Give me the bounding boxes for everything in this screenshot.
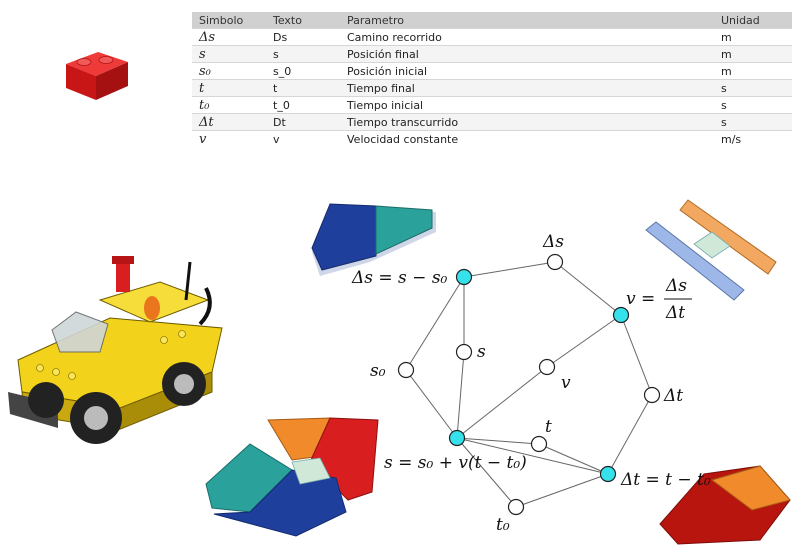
label-v: v — [561, 373, 571, 393]
cell-symbol: Δt — [192, 113, 266, 131]
node-t0[interactable] — [507, 498, 525, 516]
cell-unit: m — [714, 28, 792, 46]
node-delta-t[interactable] — [643, 386, 661, 404]
header-unit: Unidad — [714, 12, 792, 29]
cell-unit: s — [714, 113, 792, 131]
cell-unit: m — [714, 62, 792, 80]
cell-parameter: Posición inicial — [340, 62, 714, 80]
cell-parameter: Camino recorrido — [340, 28, 714, 46]
edge — [546, 314, 622, 368]
cell-text: v — [266, 130, 340, 147]
graph-edges — [405, 261, 653, 508]
table-row: t₀ t_0 Tiempo inicial s — [192, 96, 792, 114]
table-row: Δs Ds Camino recorrido m — [192, 28, 792, 46]
table-row: s s Posición final m — [192, 45, 792, 63]
cell-unit: m — [714, 45, 792, 63]
cell-symbol: t — [192, 79, 266, 97]
cell-text: s — [266, 45, 340, 63]
node-s0[interactable] — [397, 361, 415, 379]
edge — [456, 437, 609, 475]
cell-unit: s — [714, 96, 792, 114]
table-row: v v Velocidad constante m/s — [192, 130, 792, 147]
label-t0: t₀ — [496, 515, 510, 535]
edge — [463, 261, 556, 278]
edge — [405, 276, 465, 371]
red-brick-icon — [66, 52, 128, 100]
cell-text: Ds — [266, 28, 340, 46]
edge — [607, 394, 653, 475]
cell-unit: s — [714, 79, 792, 97]
label-delta-s: Δs — [542, 232, 564, 252]
node-eq-s[interactable] — [448, 429, 466, 447]
header-symbol: Simbolo — [192, 12, 266, 29]
cell-symbol: s₀ — [192, 62, 266, 80]
table-row: s₀ s_0 Posición inicial m — [192, 62, 792, 80]
crossed-plates-icon — [645, 199, 777, 301]
cell-symbol: t₀ — [192, 96, 266, 114]
label-eq-v-denominator: Δt — [665, 303, 685, 323]
cell-unit: m/s — [714, 130, 792, 147]
edge — [456, 437, 517, 508]
node-t[interactable] — [530, 435, 548, 453]
label-eq-delta-t: Δt = t − t₀ — [620, 470, 711, 490]
edge — [456, 351, 465, 439]
label-s0: s₀ — [370, 361, 386, 381]
edge — [554, 261, 622, 316]
edge — [456, 437, 540, 445]
graph-labels: Δs Δs = s − s₀ s s₀ v v = Δs Δt Δt t s =… — [351, 232, 711, 535]
header-parameter: Parametro — [340, 12, 714, 29]
cell-parameter: Tiempo inicial — [340, 96, 714, 114]
label-delta-t: Δt — [663, 386, 683, 406]
label-t: t — [545, 417, 552, 437]
label-s: s — [477, 342, 486, 362]
table-row: Δt Dt Tiempo transcurrido s — [192, 113, 792, 131]
lego-jeep-illustration — [8, 256, 223, 444]
edge — [515, 473, 609, 508]
node-eq-delta-t[interactable] — [599, 465, 617, 483]
cell-text: t_0 — [266, 96, 340, 114]
label-eq-delta-s: Δs = s − s₀ — [351, 268, 448, 288]
graph-nodes — [397, 253, 661, 516]
node-eq-delta-s[interactable] — [455, 268, 473, 286]
node-delta-s[interactable] — [546, 253, 564, 271]
cell-parameter: Tiempo transcurrido — [340, 113, 714, 131]
table-header-row: Simbolo Texto Parametro Unidad — [192, 12, 792, 29]
multicolor-plate-icon — [205, 417, 379, 537]
red-orange-wedge-icon — [659, 465, 791, 545]
cell-text: t — [266, 79, 340, 97]
cell-parameter: Velocidad constante — [340, 130, 714, 147]
cell-parameter: Posición final — [340, 45, 714, 63]
label-eq-v-lhs: v = — [626, 289, 655, 309]
edge — [405, 369, 458, 439]
node-v[interactable] — [538, 358, 556, 376]
cell-parameter: Tiempo final — [340, 79, 714, 97]
cell-text: Dt — [266, 113, 340, 131]
blue-teal-plate-icon — [311, 203, 436, 276]
edge — [456, 366, 548, 439]
cell-symbol: v — [192, 130, 266, 147]
node-eq-v[interactable] — [612, 306, 630, 324]
cell-text: s_0 — [266, 62, 340, 80]
parameter-table: Simbolo Texto Parametro Unidad Δs Ds Cam… — [192, 12, 792, 147]
edge — [538, 443, 609, 475]
cell-symbol: Δs — [192, 28, 266, 46]
node-s[interactable] — [455, 343, 473, 361]
table-row: t t Tiempo final s — [192, 79, 792, 97]
header-text: Texto — [266, 12, 340, 29]
edge — [620, 314, 653, 396]
label-eq-v-numerator: Δs — [665, 276, 687, 296]
label-eq-s: s = s₀ + v(t − t₀) — [384, 453, 527, 473]
cell-symbol: s — [192, 45, 266, 63]
